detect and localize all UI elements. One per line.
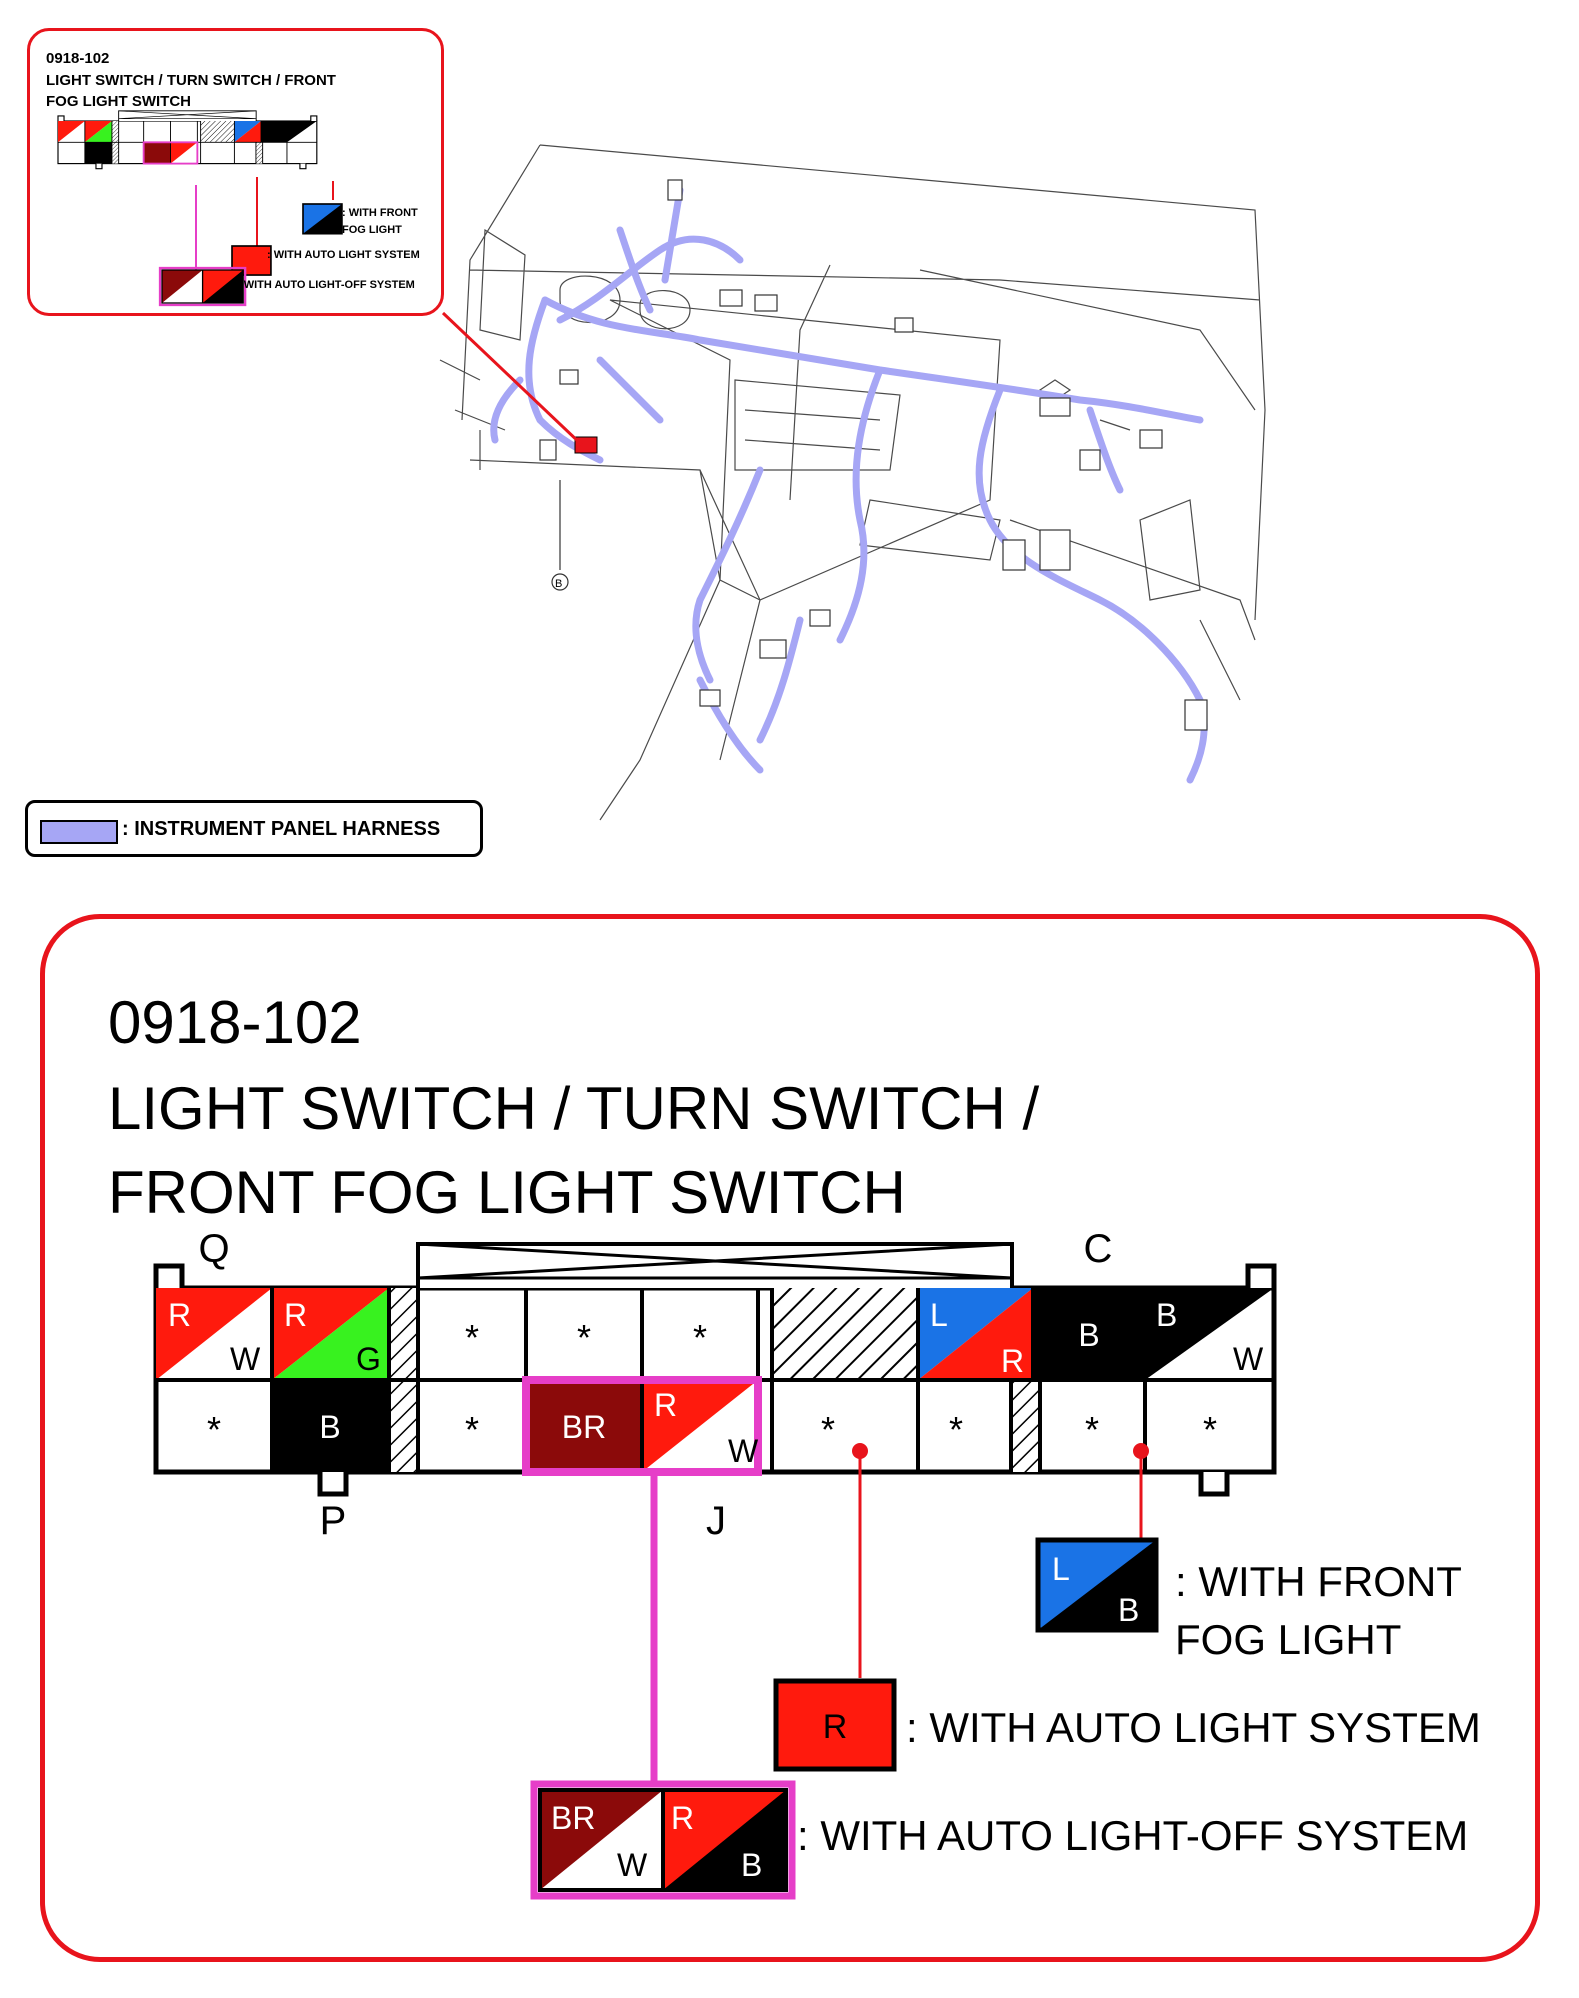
pin-t8-wire: B: [1078, 1317, 1099, 1353]
pin-t7-wire-b: R: [1001, 1343, 1024, 1379]
pin-t9-wire-b: W: [1233, 1341, 1264, 1377]
ground-point-marker: [551, 573, 569, 591]
note-fog-line2: FOG LIGHT: [1175, 1616, 1401, 1663]
instrument-panel-drawing: B: [439, 144, 1266, 821]
inset-connector-code: 0918-102: [46, 50, 110, 67]
pin-b6-asterisk: *: [821, 1409, 835, 1450]
pin-b9-asterisk: *: [1203, 1409, 1217, 1450]
lock-label-q: Q: [198, 1227, 229, 1271]
pin-t5-asterisk: *: [693, 1317, 707, 1358]
pin-b1-asterisk: *: [207, 1409, 221, 1450]
pin-t1-wire-b: W: [230, 1341, 261, 1377]
pin-b7-asterisk: *: [949, 1409, 963, 1450]
pin-b8-asterisk: *: [1085, 1409, 1099, 1450]
off-swatch-c2-a: R: [671, 1800, 694, 1836]
note-auto-light-off: : WITH AUTO LIGHT-OFF SYSTEM: [797, 1812, 1468, 1859]
main-connector-code: 0918-102: [108, 989, 362, 1056]
lock-label-p: P: [320, 1499, 347, 1543]
off-swatch-c1-a: BR: [551, 1800, 595, 1836]
pin-b5-wire-b: W: [728, 1433, 759, 1469]
harness-color-swatch: [40, 820, 118, 844]
off-swatch-c1-b: W: [617, 1847, 648, 1883]
pin-t2-wire-a: R: [284, 1297, 307, 1333]
pin-b5-wire-a: R: [654, 1387, 677, 1423]
inset-note-autooff: : WITH AUTO LIGHT-OFF SYSTEM: [237, 279, 415, 291]
pin-t9-wire-a: B: [1156, 1297, 1177, 1333]
fog-swatch-wire-a: L: [1052, 1551, 1070, 1587]
pin-t3-asterisk: *: [465, 1317, 479, 1358]
lock-label-j: J: [706, 1499, 726, 1543]
pin-b3-asterisk: *: [465, 1409, 479, 1450]
pin-b2-wire: B: [319, 1409, 340, 1445]
auto-swatch-wire: R: [823, 1708, 848, 1746]
lock-label-c: C: [1084, 1227, 1113, 1271]
pin-t2-wire-b: G: [356, 1341, 381, 1377]
inset-connector-diagram: : WITH FRONT FOG LIGHT : WITH AUTO LIGHT…: [57, 109, 420, 307]
pin-t1-wire-a: R: [168, 1297, 191, 1333]
fog-swatch-wire-b: B: [1118, 1592, 1139, 1628]
inset-connector-title: LIGHT SWITCH / TURN SWITCH / FRONT FOG L…: [46, 72, 336, 110]
pin-b4-wire: BR: [562, 1409, 606, 1445]
harness-legend: : INSTRUMENT PANEL HARNESS: [25, 800, 483, 857]
harness-legend-label: : INSTRUMENT PANEL HARNESS: [122, 818, 441, 840]
inset-note-fog-line1: : WITH FRONT: [342, 207, 418, 219]
inset-note-fog-line2: FOG LIGHT: [342, 224, 402, 236]
note-auto-light: : WITH AUTO LIGHT SYSTEM: [906, 1704, 1481, 1751]
inset-note-auto: : WITH AUTO LIGHT SYSTEM: [267, 249, 420, 261]
off-swatch-c2-b: B: [741, 1847, 762, 1883]
note-fog-line1: : WITH FRONT: [1175, 1558, 1462, 1605]
pin-t4-asterisk: *: [577, 1317, 591, 1358]
pin-t7-wire-a: L: [930, 1297, 948, 1333]
main-connector-title: LIGHT SWITCH / TURN SWITCH / FRONT FOG L…: [108, 1075, 1040, 1226]
ground-point-label: B: [555, 578, 562, 590]
